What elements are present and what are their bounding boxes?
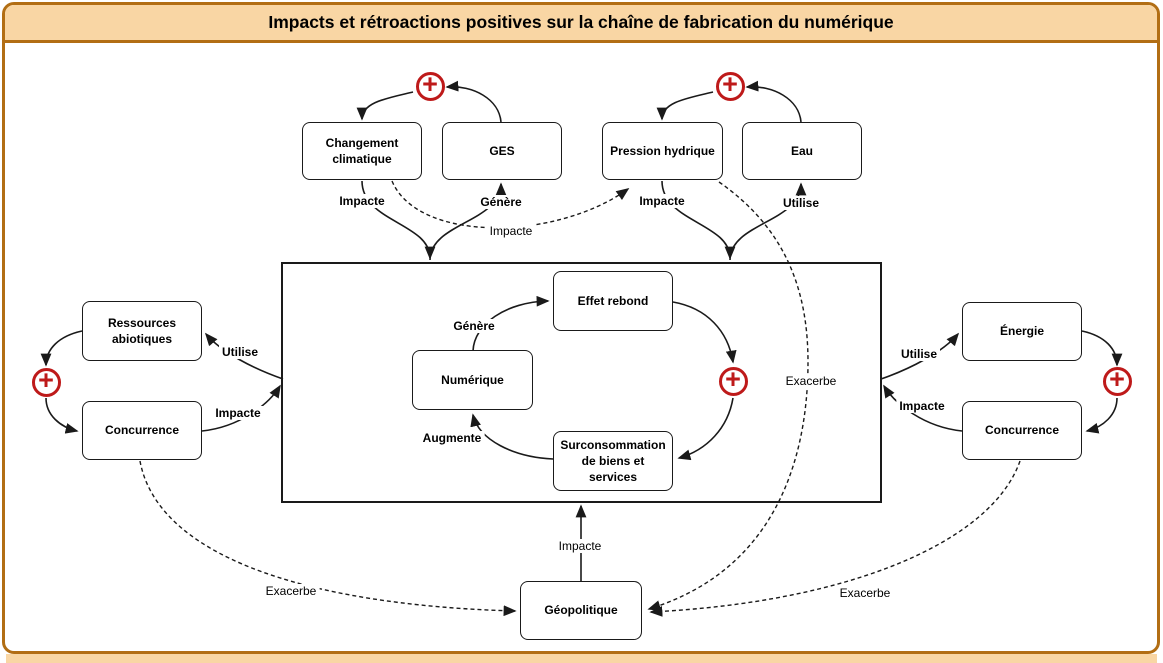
edge-label-exacerbe: Exacerbe	[836, 586, 894, 600]
edge-eau-to-plus	[745, 80, 802, 123]
edge-concurrence-droite-impacte-systeme	[883, 384, 963, 432]
edge-energie-to-plus	[1081, 330, 1123, 367]
node-energie: Énergie	[962, 302, 1082, 361]
edge-label-utilise: Utilise	[897, 347, 941, 361]
plus-icon: +	[415, 69, 445, 101]
edge-plus-to-pression	[656, 91, 714, 121]
edge-ressources-to-plus	[40, 330, 83, 367]
node-geopolitique: Géopolitique	[520, 581, 642, 640]
edge-plus-to-changement	[356, 91, 414, 121]
node-pression-hydrique: Pression hydrique	[602, 122, 723, 180]
edge-effet-rebond-to-plus	[672, 301, 737, 364]
plus-glyph: +	[722, 69, 738, 99]
edge-label-impacte: Impacte	[636, 194, 688, 208]
edge-changement-impacte-systeme	[361, 180, 436, 260]
diagram-title: Impacts et rétroactions positives sur la…	[268, 12, 894, 32]
plus-icon: +	[718, 364, 748, 396]
node-ges: GES	[442, 122, 562, 180]
edge-systeme-utilise-eau	[729, 182, 807, 261]
edge-label-genere: Génère	[450, 319, 498, 333]
edge-pression-impacte-systeme	[661, 180, 736, 260]
plus-glyph: +	[38, 365, 54, 395]
edge-plus-to-concurrence-gauche	[45, 397, 79, 434]
node-effet-rebond: Effet rebond	[553, 271, 673, 331]
edge-label-impacte: Impacte	[555, 539, 605, 553]
plus-glyph: +	[422, 69, 438, 99]
node-concurrence-left: Concurrence	[82, 401, 202, 460]
edge-label-exacerbe: Exacerbe	[262, 584, 320, 598]
plus-glyph: +	[1109, 364, 1125, 394]
edge-surconsommation-augmente-numerique	[470, 413, 554, 460]
edge-concurrence-droite-exacerbe-geopolitique-dashed	[649, 460, 1021, 617]
edge-ges-to-plus	[445, 80, 502, 123]
plus-icon: +	[1102, 364, 1132, 396]
edge-plus-to-surconsommation	[677, 397, 734, 461]
node-numerique: Numérique	[412, 350, 533, 410]
edge-pression-exacerbe-geopolitique-dashed	[647, 181, 809, 611]
node-surconsommation: Surconsommation de biens et services	[553, 431, 673, 491]
node-ressources-abiotiques: Ressources abiotiques	[82, 301, 202, 361]
edge-label-impacte: Impacte	[486, 224, 536, 238]
edge-label-impacte: Impacte	[336, 194, 388, 208]
frame-bottom-strip	[6, 654, 1157, 663]
plus-icon: +	[715, 69, 745, 101]
edge-label-impacte: Impacte	[896, 399, 948, 413]
plus-icon: +	[31, 365, 61, 397]
title-bar: Impacts et rétroactions positives sur la…	[5, 5, 1157, 43]
node-concurrence-right: Concurrence	[962, 401, 1082, 460]
edge-label-augmente: Augmente	[419, 431, 485, 445]
edge-concurrence-gauche-exacerbe-geopolitique-dashed	[139, 460, 517, 617]
edge-label-impacte: Impacte	[212, 406, 264, 420]
edge-numerique-genere-effet-rebond	[472, 295, 550, 352]
edge-plus-to-concurrence-droite	[1085, 397, 1118, 434]
node-eau: Eau	[742, 122, 862, 180]
node-changement-climatique: Changement climatique	[302, 122, 422, 180]
edge-systeme-utilise-ressources	[204, 332, 284, 380]
edge-label-utilise: Utilise	[779, 196, 823, 210]
edge-label-genere: Génère	[477, 195, 525, 209]
edge-label-exacerbe: Exacerbe	[782, 374, 840, 388]
edge-label-utilise: Utilise	[218, 345, 262, 359]
edge-changement-impacte-pression-dashed	[391, 180, 630, 229]
plus-glyph: +	[725, 364, 741, 394]
